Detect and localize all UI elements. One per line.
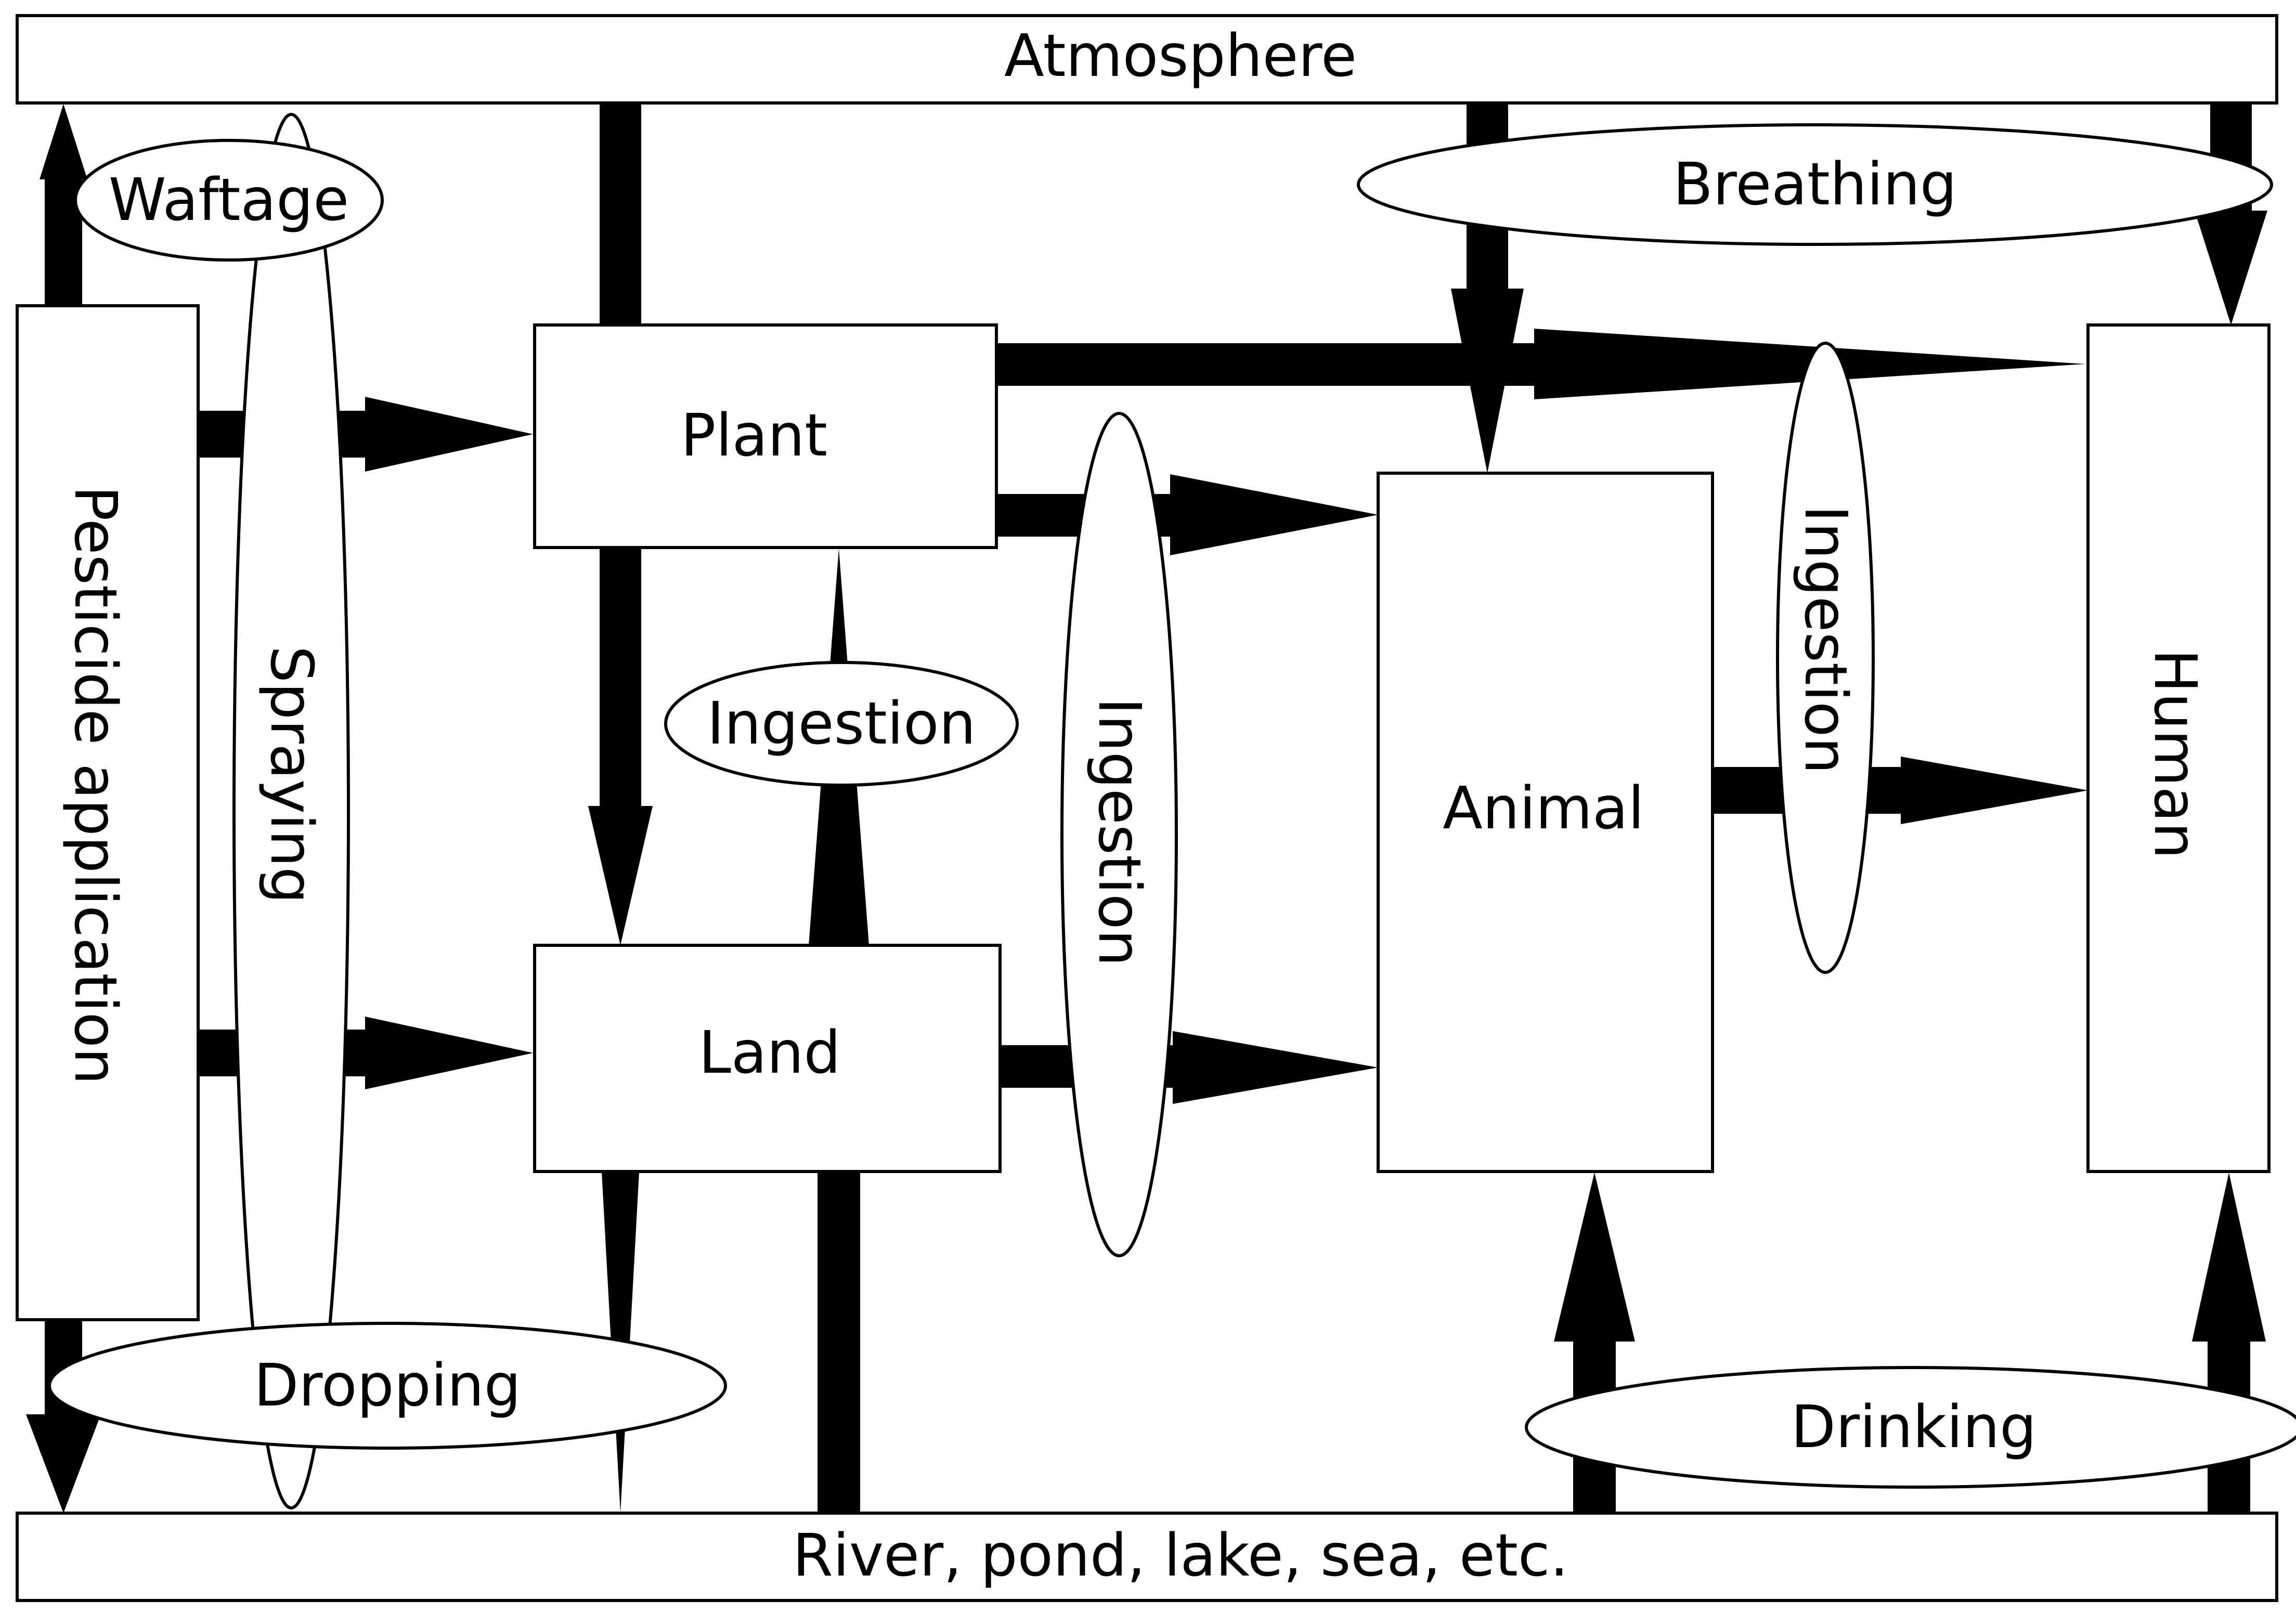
water-box: River, pond, lake, sea, etc. [16,1512,2278,1602]
atmosphere-box: Atmosphere [16,14,2278,105]
land-box: Land [533,944,1002,1173]
ingestion-to-animal-label: Ingestion [1085,698,1153,967]
ingestion-land-plant-label: Ingestion [707,690,976,758]
head-waftage [40,104,87,179]
atmosphere-label: Atmosphere [1004,22,1357,90]
head-atmosphere-human [2195,211,2267,325]
breathing-label: Breathing [1673,151,1957,218]
shaft-atmosphere-plant [600,104,641,325]
plant-label: Plant [681,402,827,470]
head-plant-animal [1170,474,1378,555]
drinking-label: Drinking [1791,1394,2036,1461]
plant-box: Plant [533,323,998,549]
ingestion-to-human-oval: Ingestion [1776,342,1875,974]
breathing-oval: Breathing [1357,123,2273,246]
head-dropping [26,1414,101,1513]
shaft-land-water [818,1172,860,1513]
dropping-oval: Dropping [48,1322,727,1450]
head-pesticide-land [365,1017,533,1089]
human-box: Human [2086,323,2271,1173]
shaft-plant-human [996,343,1537,386]
head-pesticide-plant [365,397,533,472]
human-label: Human [2141,649,2209,859]
head-water-human [2192,1173,2266,1342]
waftage-oval: Waftage [74,139,384,262]
head-atmosphere-animal [1451,289,1524,473]
ingestion-to-animal-oval: Ingestion [1060,412,1178,1257]
ingestion-to-human-label: Ingestion [1792,505,1859,774]
waftage-label: Waftage [109,166,349,234]
pesticide-application-box: Pesticide application [16,304,200,1321]
head-water-animal [1554,1173,1635,1342]
head-animal-human [1901,757,2088,824]
head-plant-land [588,806,653,945]
pesticide-application-label: Pesticide application [61,486,129,1085]
head-land-animal [1173,1031,1378,1104]
animal-box: Animal [1377,472,1714,1173]
ingestion-land-plant-oval: Ingestion [664,661,1019,787]
land-label: Land [698,1019,840,1087]
dropping-label: Dropping [254,1352,521,1420]
drinking-oval: Drinking [1525,1366,2296,1489]
spraying-oval: Spraying [232,113,350,1509]
shaft-plant-land [600,547,641,817]
spraying-label: Spraying [257,646,325,904]
animal-label: Animal [1443,775,1644,842]
water-label: River, pond, lake, sea, etc. [793,1522,1568,1590]
